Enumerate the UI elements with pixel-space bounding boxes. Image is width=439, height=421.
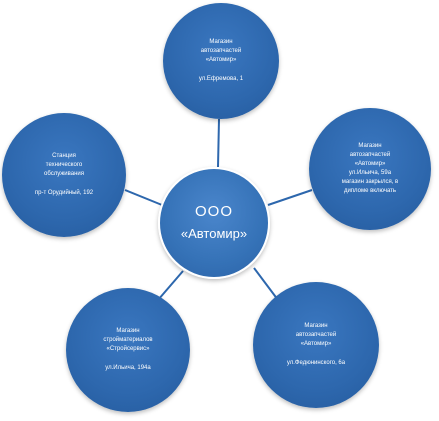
center-node: ООО «Автомир» [158, 167, 270, 279]
node-bottom-left-line: стройматериалов [103, 337, 153, 343]
node-top-line: автозапчастей [200, 48, 242, 54]
node-right-line: «Автомир» [354, 161, 386, 167]
node-left-address: пр-т Орудийный, 192 [34, 190, 94, 196]
node-bottom-right-address: ул.Федюнинского, 6а [286, 360, 346, 366]
node-top: Магазин автозапчастей «Автомир» ул.Ефрем… [163, 3, 279, 119]
node-right-line: дипломе включать [343, 188, 397, 194]
node-bottom-right-line: автозапчастей [295, 332, 337, 338]
node-bottom-left-line: «Стройсервис» [106, 346, 150, 352]
node-left: Станция технического обслуживания пр-т О… [2, 113, 126, 237]
connector-bottom-left [157, 270, 184, 301]
node-right-line: автозапчастей [349, 152, 391, 158]
node-bottom-right-line: Магазин [304, 323, 328, 329]
node-bottom-left-line: Магазин [116, 328, 140, 334]
connector-left [124, 189, 163, 206]
node-bottom-right: Магазин автозапчастей «Автомир» ул.Федюн… [253, 282, 379, 408]
connector-top [217, 118, 220, 168]
node-right-line: ул.Ильича, 59а [348, 170, 392, 176]
node-left-line: обслуживания [43, 171, 84, 177]
node-right: Магазин автозапчастей «Автомир» ул.Ильич… [309, 108, 431, 230]
node-top-address: ул.Ефремова, 1 [198, 76, 244, 82]
node-top-line: Магазин [209, 39, 233, 45]
connector-right [267, 189, 313, 206]
node-left-line: технического [45, 162, 83, 168]
node-bottom-left: Магазин стройматериалов «Стройсервис» ул… [66, 288, 190, 412]
center-line2: «Автомир» [180, 226, 248, 241]
center-line1: ООО [194, 203, 233, 220]
node-bottom-left-address: ул.Ильича, 194а [105, 365, 151, 371]
node-left-line: Станция [52, 153, 76, 159]
node-bottom-right-line: «Автомир» [300, 341, 332, 347]
node-right-line: магазин закрылся, в [341, 179, 399, 185]
connector-bottom-right [253, 267, 279, 301]
node-top-line: «Автомир» [205, 57, 237, 63]
node-right-line: Магазин [358, 143, 382, 149]
